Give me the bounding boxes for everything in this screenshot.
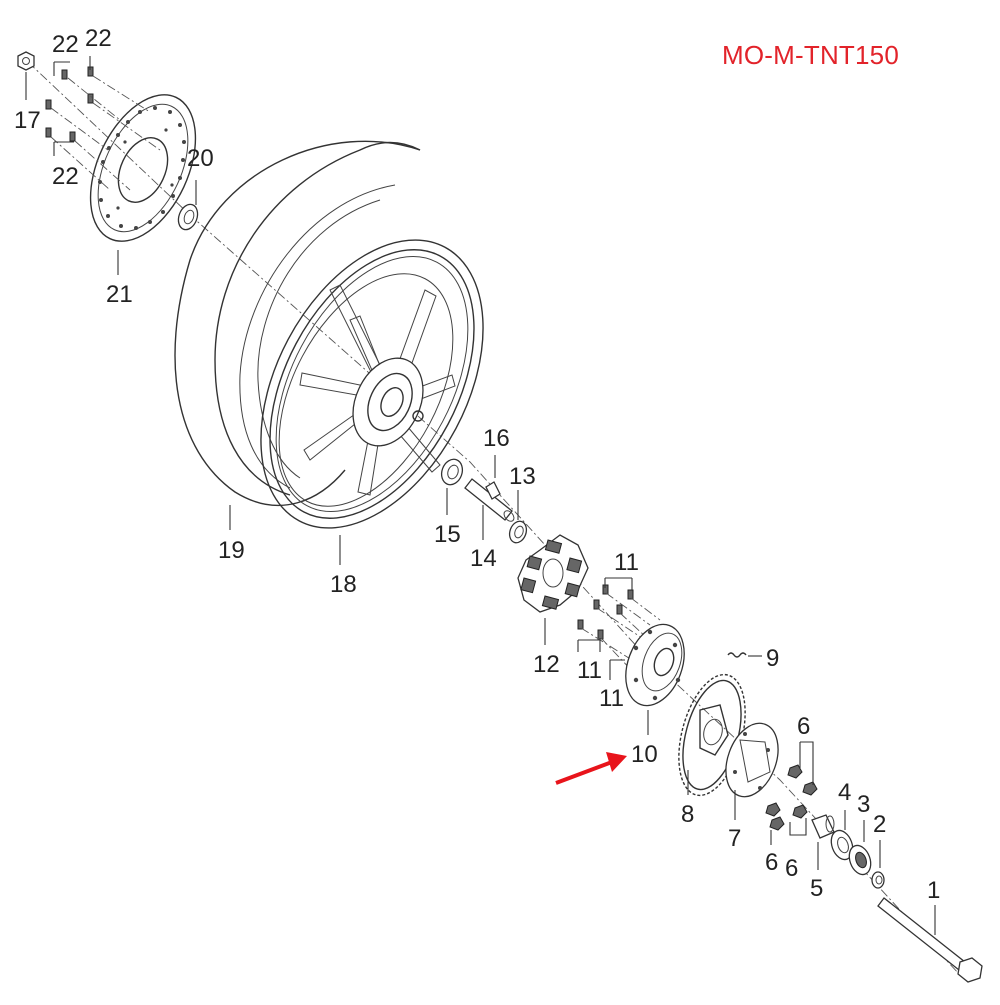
spacer-2 bbox=[871, 871, 885, 889]
collar-5 bbox=[811, 814, 835, 839]
callout-6-bottom-right: 6 bbox=[785, 855, 798, 882]
circlip-9 bbox=[727, 652, 747, 658]
callout-15: 15 bbox=[434, 521, 461, 548]
callout-21: 21 bbox=[106, 281, 133, 308]
callout-22-top-left: 22 bbox=[52, 31, 79, 58]
callout-10: 10 bbox=[631, 741, 658, 768]
brake-disc-21 bbox=[89, 94, 197, 242]
bearing-15 bbox=[440, 458, 464, 486]
bearing-20 bbox=[177, 203, 199, 231]
callout-12: 12 bbox=[533, 651, 560, 678]
callout-16: 16 bbox=[483, 425, 510, 452]
oil-seal-3 bbox=[848, 844, 872, 876]
callout-18: 18 bbox=[330, 571, 357, 598]
disc-bolts-22 bbox=[45, 66, 161, 191]
callout-20: 20 bbox=[187, 145, 214, 172]
callout-3: 3 bbox=[857, 791, 870, 818]
callout-19: 19 bbox=[218, 537, 245, 564]
callout-11-bottom: 11 bbox=[599, 685, 624, 712]
callout-7: 7 bbox=[728, 825, 741, 852]
callout-9: 9 bbox=[766, 645, 779, 672]
callout-22-top-right: 22 bbox=[85, 25, 112, 52]
callout-11-top: 11 bbox=[614, 549, 639, 576]
rim-18 bbox=[260, 239, 484, 529]
nuts-6 bbox=[765, 764, 818, 831]
bearing-4 bbox=[830, 829, 854, 861]
callout-6-bottom-left: 6 bbox=[765, 849, 778, 876]
spacer-14 bbox=[464, 478, 515, 522]
callout-numbers: 17 22 22 22 20 21 19 18 15 14 16 13 12 1… bbox=[14, 25, 940, 904]
bearing-13 bbox=[508, 520, 528, 544]
red-arrow-indicator bbox=[555, 752, 627, 785]
callout-13: 13 bbox=[509, 463, 536, 490]
callout-4: 4 bbox=[838, 779, 851, 806]
callout-14: 14 bbox=[470, 545, 497, 572]
damper-rubber-12 bbox=[517, 534, 589, 613]
tire-19 bbox=[174, 140, 421, 507]
callout-2: 2 bbox=[873, 811, 886, 838]
callout-22-bottom: 22 bbox=[52, 163, 79, 190]
axle-nut-17 bbox=[17, 51, 35, 71]
callout-6-top: 6 bbox=[797, 713, 810, 740]
callout-5: 5 bbox=[810, 875, 823, 902]
axle-1 bbox=[877, 897, 983, 983]
lock-plate-7 bbox=[725, 722, 779, 798]
callout-11-middle: 11 bbox=[577, 657, 602, 684]
callout-17: 17 bbox=[14, 107, 41, 134]
callout-8: 8 bbox=[681, 801, 694, 828]
sprocket-hub-10 bbox=[625, 623, 685, 707]
model-code-label: MO-M-TNT150 bbox=[722, 40, 899, 70]
hub-bolts-11 bbox=[577, 584, 661, 691]
callout-1: 1 bbox=[927, 877, 940, 904]
callout-leaders bbox=[25, 56, 936, 935]
collar-16 bbox=[485, 481, 501, 500]
